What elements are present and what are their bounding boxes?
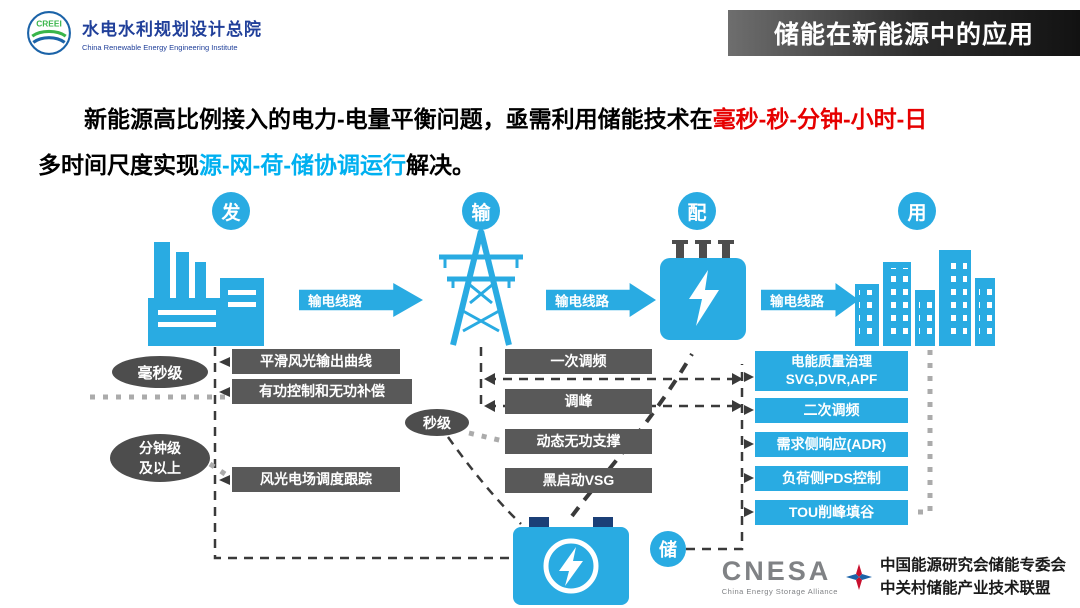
battery-icon	[513, 517, 629, 605]
dashed-storage-to-right-boxes	[686, 364, 744, 551]
function-box-smooth-output: 平滑风光输出曲线	[232, 349, 400, 374]
transmission-tower-icon	[439, 227, 523, 346]
intro-seg2: 多时间尺度实现	[38, 152, 199, 178]
intro-seg3: 解决。	[405, 152, 475, 178]
creei-logo-text: CREEI	[36, 19, 62, 29]
function-box-load-pds: 负荷侧PDS控制	[755, 466, 908, 491]
intro-highlight-timescales: 毫秒-秒-分钟-小时-日	[712, 106, 928, 132]
function-box-blackstart-vsg: 黑启动VSG	[505, 468, 652, 493]
cnesa-wordmark: CNESA	[721, 555, 832, 586]
creei-logo: CREEI	[27, 11, 71, 55]
city-buildings-icon	[855, 250, 995, 346]
dotted-second-link	[468, 430, 504, 444]
alliance-names: 中国能源研究会储能专委会 中关村储能产业技术联盟	[880, 554, 1066, 601]
alliance-name-2: 中关村储能产业技术联盟	[879, 579, 1051, 597]
footer: CNESA China Energy Storage Alliance 中国能源…	[722, 554, 1066, 601]
org-block: 水电水利规划设计总院 China Renewable Energy Engine…	[82, 15, 262, 52]
flow-arrow-1: 输电线路	[299, 283, 423, 317]
function-box-dynamic-var: 动态无功支撑	[505, 429, 652, 454]
timescale-minute-line1: 分钟级	[139, 440, 181, 456]
power-quality-line2: SVG,DVR,APF	[785, 372, 878, 387]
cnesa-subtitle: China Energy Storage Alliance	[721, 586, 838, 596]
cnesa-emblem-icon	[845, 563, 872, 590]
function-box-power-quality: 电能质量治理 SVG,DVR,APF	[755, 351, 908, 391]
intro-seg1: 新能源高比例接入的电力-电量平衡问题，亟需利用储能技术在	[84, 106, 713, 132]
dotted-minute-link	[208, 461, 233, 481]
function-box-demand-response: 需求侧响应(ADR)	[755, 432, 908, 457]
transformer-icon	[660, 240, 746, 340]
stage-circle-generation: 发	[212, 192, 250, 230]
stage-circle-distribution: 配	[678, 192, 716, 230]
power-plant-icon	[148, 242, 264, 346]
slide-title: 储能在新能源中的应用	[728, 10, 1080, 56]
stage-circle-consumption: 用	[898, 192, 936, 230]
flow-arrow-2: 输电线路	[546, 283, 656, 317]
cnesa-logo: CNESA China Energy Storage Alliance	[721, 555, 838, 596]
alliance-name-1: 中国能源研究会储能专委会	[879, 556, 1066, 574]
function-box-peak-shaving: 调峰	[505, 389, 652, 414]
stage-circle-transmission: 输	[462, 192, 500, 230]
function-box-tou: TOU削峰填谷	[755, 500, 908, 525]
timescale-millisecond: 毫秒级	[112, 356, 208, 388]
intro-paragraph: 新能源高比例接入的电力-电量平衡问题，亟需利用储能技术在毫秒-秒-分钟-小时-日…	[38, 96, 1053, 188]
org-name-cn: 水电水利规划设计总院	[82, 20, 262, 39]
function-box-dispatch-tracking: 风光电场调度跟踪	[232, 467, 400, 492]
stage-circle-storage: 储	[650, 531, 686, 567]
org-name-en: China Renewable Energy Engineering Insti…	[82, 43, 238, 52]
timescale-second: 秒级	[405, 409, 469, 436]
dotted-consumption-link	[911, 350, 933, 515]
flow-arrow-3: 输电线路	[761, 283, 859, 317]
intro-highlight-coordination: 源-网-荷-储协调运行	[199, 152, 406, 178]
timescale-minute-line2: 及以上	[139, 460, 181, 476]
power-quality-line1: 电能质量治理	[791, 354, 872, 370]
function-box-active-reactive: 有功控制和无功补偿	[232, 379, 412, 404]
function-box-primary-freq: 一次调频	[505, 349, 652, 374]
function-box-secondary-freq: 二次调频	[755, 398, 908, 423]
timescale-minute: 分钟级 及以上	[110, 434, 210, 482]
